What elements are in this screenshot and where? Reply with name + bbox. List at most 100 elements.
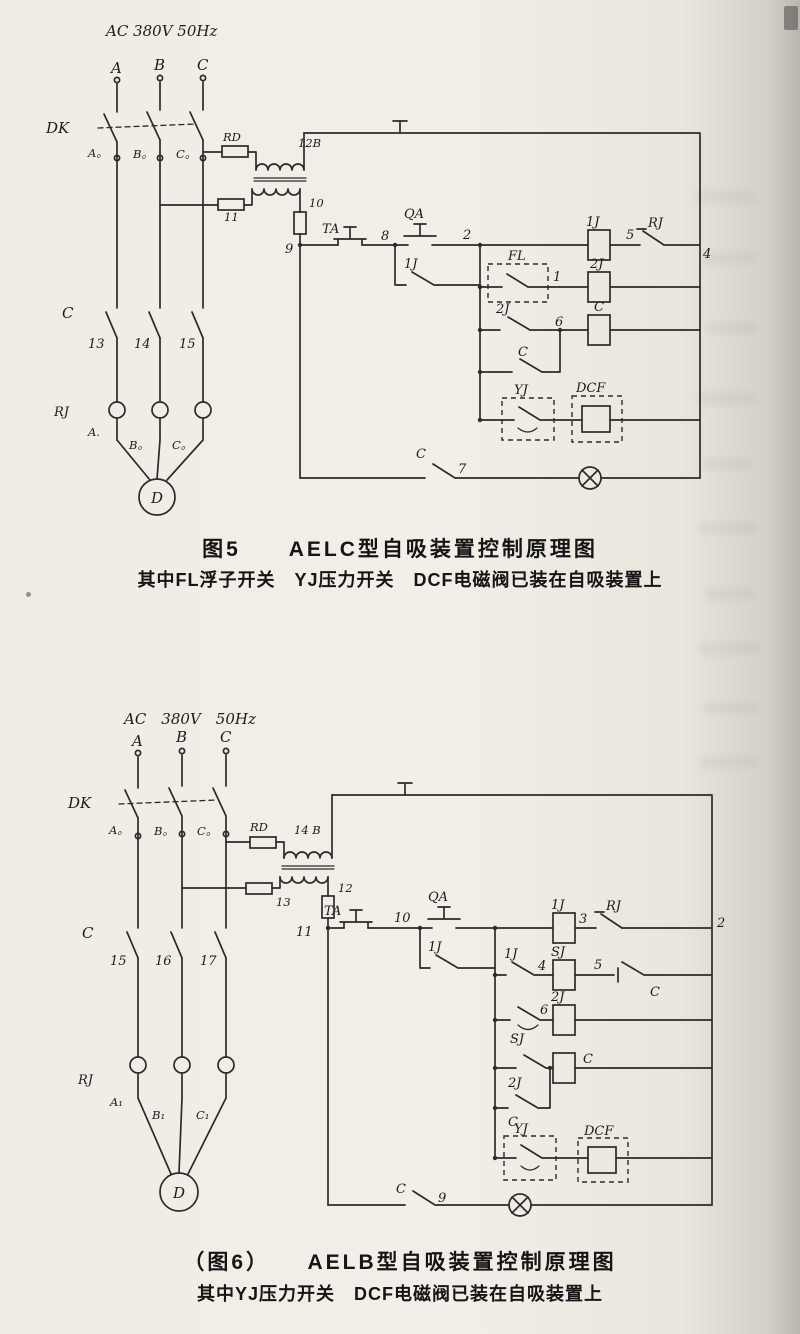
fig6-fuse-12 xyxy=(321,895,335,919)
fig5-dk-label: DK xyxy=(45,119,70,137)
fig6-power-wires xyxy=(118,754,227,1175)
fig5-12b-label: 12B xyxy=(298,136,321,150)
fig6-9-label: 9 xyxy=(438,1191,446,1206)
fig6-note: 其中YJ压力开关 DCF电磁阀已装在自吸装置上 xyxy=(196,1284,603,1304)
fig5-c0-label: C。 xyxy=(176,147,196,161)
fig5-b1-label: B。 xyxy=(128,438,149,452)
fig6-fuse-rd xyxy=(249,836,277,849)
fig6-16-label: 16 xyxy=(155,954,172,969)
fig5-14-label: 14 xyxy=(134,337,151,352)
fig6-coil-1j xyxy=(552,912,576,944)
fig5-9-label: 9 xyxy=(285,242,293,257)
fig5-cont-2j-label: 2J xyxy=(495,302,510,317)
fig5-power-wires xyxy=(97,81,204,481)
fig6-coil-2j-label: 2J xyxy=(550,990,565,1005)
fig5-15-label: 15 xyxy=(179,337,196,352)
fig5-yj-label: YJ xyxy=(514,383,529,398)
fig5-1-label: 1 xyxy=(553,270,561,285)
fig5-dcf-label: DCF xyxy=(575,381,606,396)
fig5-11-label: 11 xyxy=(224,210,239,224)
fig6-transformer-wires xyxy=(181,794,335,1206)
fig6-rj-heaters xyxy=(129,1056,235,1074)
bleed-mark xyxy=(704,702,756,714)
fig5-phase-terminals xyxy=(113,74,207,162)
fig6-coil-2j xyxy=(552,1004,576,1036)
fig5-hold-1j-label: 1J xyxy=(404,257,418,272)
fig5-fuse-10 xyxy=(293,211,307,235)
fig5-coil-1j-label: 1J xyxy=(586,215,600,230)
fig5-6-label: 6 xyxy=(555,315,563,330)
fig5-c1-label: C。 xyxy=(172,438,192,452)
fig6-caption: （图6） AELB型自吸装置控制原理图 xyxy=(183,1251,617,1274)
fig5-8-label: 8 xyxy=(381,229,389,244)
fig6-coil-sj xyxy=(552,959,576,991)
fig5-b0-label: B。 xyxy=(132,147,153,161)
scan-margin-dot xyxy=(26,592,31,597)
fig5-c-lamp-label: C xyxy=(416,447,426,462)
fig5-caption: 图5 AELC型自吸装置控制原理图 xyxy=(202,538,598,561)
bleed-mark xyxy=(700,642,760,655)
fig6-cont-sj-label: SJ xyxy=(510,1032,525,1047)
fig5-coil-c-label: C xyxy=(594,300,604,315)
fig5-4-label: 4 xyxy=(702,247,711,262)
fig6-c1-label: C₁ xyxy=(196,1108,209,1122)
bleed-mark xyxy=(698,392,756,405)
fig5-dcf-coil xyxy=(581,405,611,433)
fig5-2-label: 2 xyxy=(462,228,471,243)
fig5-fl-box xyxy=(487,263,549,303)
fig6-c0-label: C。 xyxy=(197,824,217,838)
fig6-phase-terminals xyxy=(134,747,230,840)
fig6-motor-symbol xyxy=(159,1172,199,1212)
bleed-mark xyxy=(706,588,754,600)
fig6-qa-label: QA xyxy=(428,890,448,905)
fig6-diagram: AC 380V 50Hz A B C DK A。 B。 C。 RD 14 B 1… xyxy=(67,710,725,1217)
fig5-qa-label: QA xyxy=(404,207,424,222)
fig6-phase-c-label: C xyxy=(220,728,232,746)
fig6-b1-label: B₁ xyxy=(151,1108,165,1122)
fig6-17-label: 17 xyxy=(200,954,217,969)
fig6-c-nc-label: C xyxy=(650,985,660,1000)
fig5-13-label: 13 xyxy=(88,337,105,352)
fig6-motor-label: D xyxy=(172,1184,185,1202)
fig6-a0-label: A。 xyxy=(108,823,129,837)
fig6-5-label: 5 xyxy=(594,958,602,973)
fig5-coil-2j xyxy=(587,271,611,303)
fig5-dcf-box xyxy=(571,395,623,443)
fig5-rd-label: RD xyxy=(222,130,241,144)
fig6-12-label: 12 xyxy=(338,881,353,895)
fig5-coil-2j-label: 2J xyxy=(589,257,604,272)
fig6-cont-2j-label: 2J xyxy=(507,1076,522,1091)
fig6-dk-label: DK xyxy=(67,794,92,812)
scan-corner-mark xyxy=(784,6,798,30)
fig6-dcf-coil xyxy=(587,1146,617,1174)
fig6-2-label: 2 xyxy=(716,916,725,931)
fig6-hold-c-label: C xyxy=(508,1115,518,1130)
fig5-rj-heaters xyxy=(108,401,212,419)
fig5-contactor-label: C xyxy=(62,304,74,322)
bleed-mark xyxy=(700,756,758,768)
fig6-rj-contact-label: RJ xyxy=(605,899,622,914)
fig5-fuse-11 xyxy=(217,198,245,211)
fig5-hold-c-label: C xyxy=(518,345,528,360)
fig5-lamp-icon xyxy=(578,466,602,490)
fig5-phase-b-label: B xyxy=(153,56,165,74)
fig6-b0-label: B。 xyxy=(153,824,174,838)
fig6-phase-b-label: B xyxy=(175,728,187,746)
fig5-rj-contact-label: RJ xyxy=(647,216,664,231)
fig6-cont-1j-label: 1J xyxy=(504,947,518,962)
fig5-rj-label: RJ xyxy=(53,405,70,420)
fig5-diagram: AC 380V 50Hz A B C DK A。 B。 C。 RD 12B 11… xyxy=(45,22,711,516)
fig5-7-label: 7 xyxy=(458,462,467,477)
fig6-coil-sj-label: SJ xyxy=(551,945,566,960)
bleed-mark xyxy=(706,322,756,334)
fig5-ta-label: TA xyxy=(322,222,339,237)
fig5-fuse-rd xyxy=(221,145,249,158)
fig5-a0-label: A。 xyxy=(87,146,108,160)
fig6-6-label: 6 xyxy=(540,1003,548,1018)
fig5-junction-dots xyxy=(297,242,563,423)
fig6-rj-label: RJ xyxy=(77,1073,94,1088)
fig6-supply-label: AC 380V 50Hz xyxy=(122,710,256,728)
fig6-dcf-box xyxy=(577,1137,629,1183)
fig6-10-label: 10 xyxy=(394,911,411,926)
fig6-coil-1j-label: 1J xyxy=(551,898,565,913)
